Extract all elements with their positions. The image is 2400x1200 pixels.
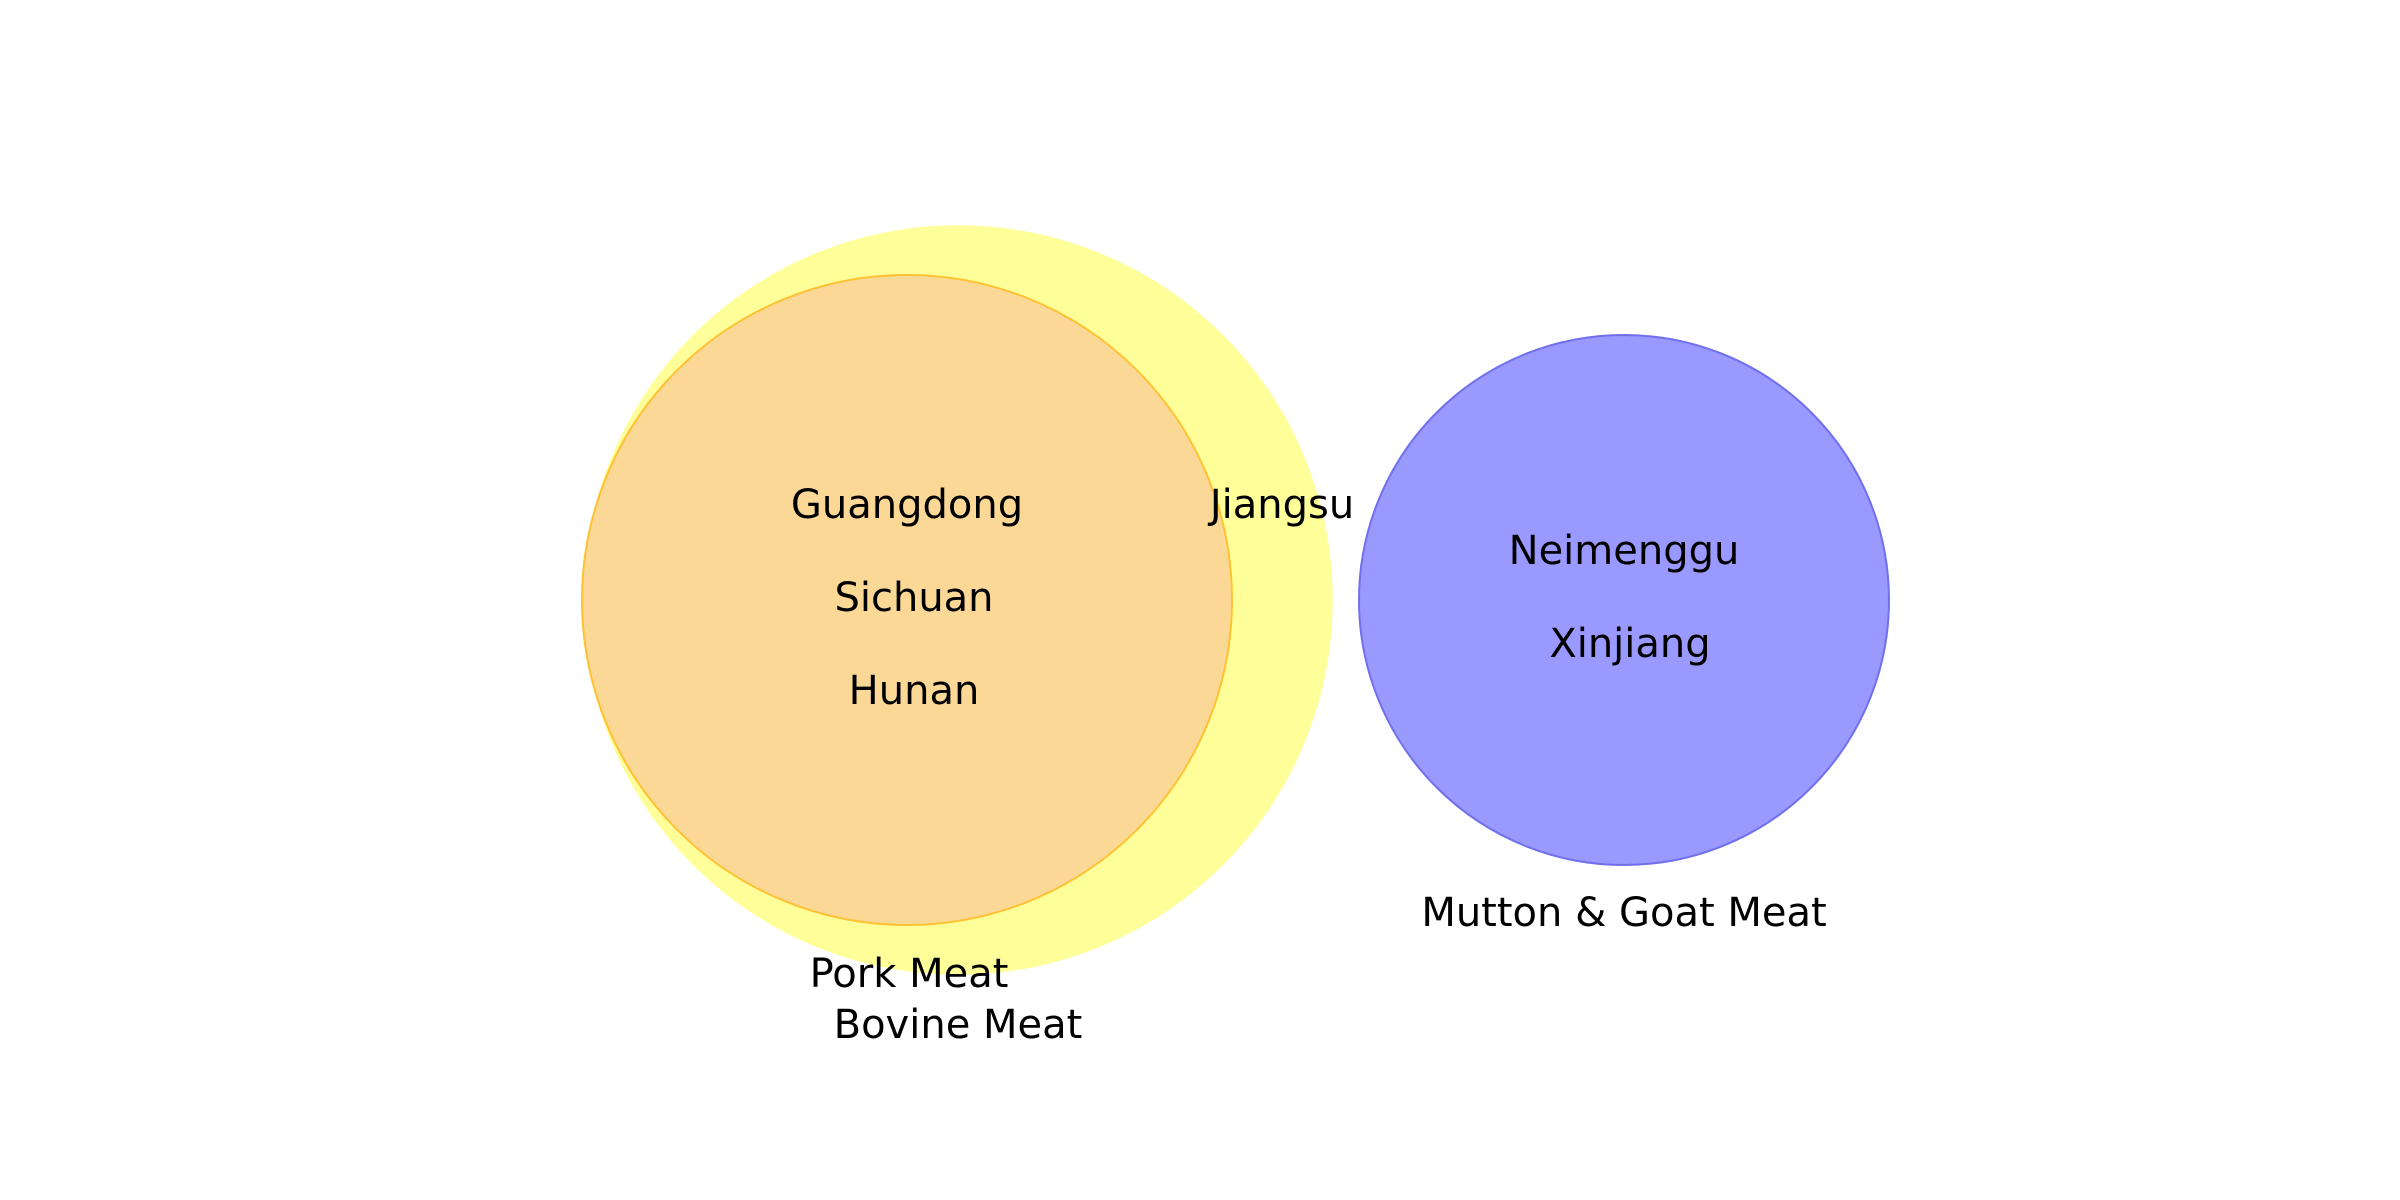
region-item-sichuan: Sichuan: [834, 575, 993, 621]
region-item-jiangsu: Jiangsu: [1207, 482, 1354, 528]
set-label-pork-meat: Pork Meat: [810, 951, 1009, 997]
region-item-neimenggu: Neimenggu: [1509, 528, 1740, 574]
region-item-xinjiang: Xinjiang: [1549, 621, 1710, 667]
pork-meat-circle: [581, 274, 1233, 926]
region-item-guangdong: Guangdong: [791, 482, 1023, 528]
mutton-goat-meat-circle: [1358, 334, 1890, 866]
set-label-bovine-meat: Bovine Meat: [834, 1002, 1083, 1048]
set-label-mutton-goat-meat: Mutton & Goat Meat: [1421, 890, 1826, 936]
region-item-hunan: Hunan: [849, 668, 980, 714]
